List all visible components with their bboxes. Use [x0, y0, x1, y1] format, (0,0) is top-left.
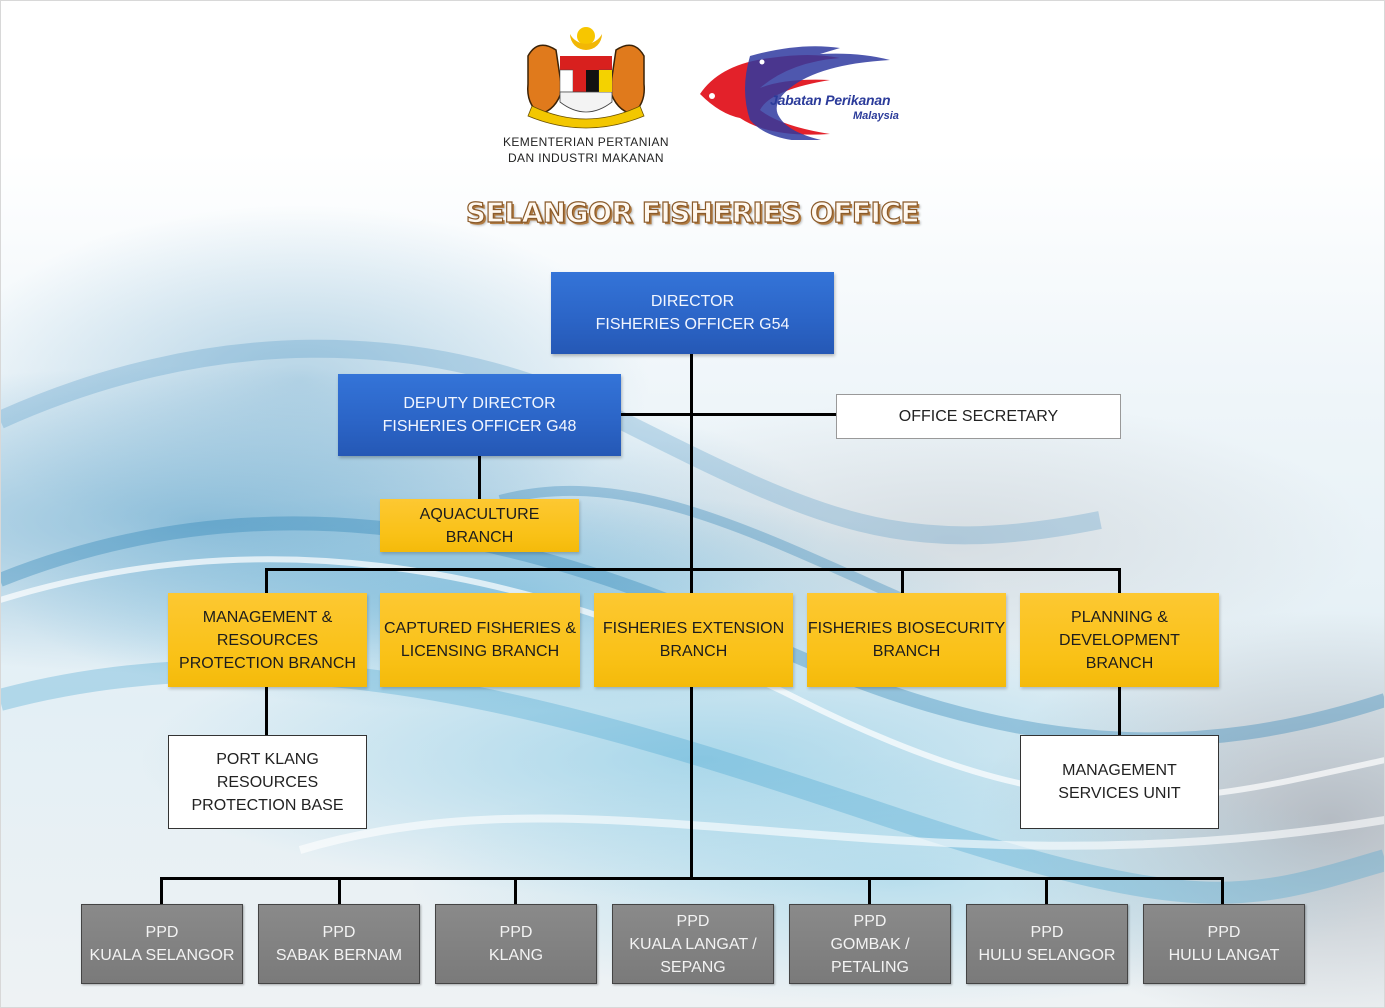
connector-branch-biosecurity — [901, 568, 904, 594]
connector-deputy-aquaculture — [478, 455, 481, 499]
port-klang-protection-base-box[interactable]: PORT KLANG RESOURCES PROTECTION BASE — [168, 735, 367, 829]
branch-planning-development[interactable]: PLANNING & DEVELOPMENT BRANCH — [1020, 593, 1219, 687]
ministry-line-1: KEMENTERIAN PERTANIAN — [503, 135, 669, 149]
ministry-line-2: DAN INDUSTRI MAKANAN — [507, 151, 664, 165]
aquaculture-branch-box[interactable]: AQUACULTURE BRANCH — [380, 499, 579, 552]
district-gombak-petaling[interactable]: PPD GOMBAK / PETALING — [789, 904, 951, 984]
connector-districts-bar — [160, 877, 1224, 880]
connector-district-5 — [868, 877, 871, 905]
connector-district-2 — [338, 877, 341, 905]
district-kuala-selangor[interactable]: PPD KUALA SELANGOR — [81, 904, 243, 984]
connector-district-6 — [1045, 877, 1048, 905]
ministry-name: KEMENTERIAN PERTANIAN DAN INDUSTRI MAKAN… — [496, 134, 676, 166]
connector-district-7 — [1221, 877, 1224, 905]
fisheries-department-fish-logo — [700, 46, 890, 140]
malaysia-coat-of-arms-logo — [527, 27, 645, 129]
branch-management-resources-protection[interactable]: MANAGEMENT & RESOURCES PROTECTION BRANCH — [168, 593, 367, 687]
connector-management-portklang — [265, 687, 268, 736]
district-hulu-selangor[interactable]: PPD HULU SELANGOR — [966, 904, 1128, 984]
department-country: Malaysia — [853, 110, 899, 122]
branch-fisheries-biosecurity[interactable]: FISHERIES BIOSECURITY BRANCH — [807, 593, 1006, 687]
department-name: Jabatan Perikanan — [770, 92, 891, 108]
management-services-unit-box[interactable]: MANAGEMENT SERVICES UNIT — [1020, 735, 1219, 829]
connector-branches-bar — [265, 568, 1121, 571]
district-kuala-langat-sepang[interactable]: PPD KUALA LANGAT / SEPANG — [612, 904, 774, 984]
connector-branch-planning — [1118, 568, 1121, 594]
connector-district-3 — [514, 877, 517, 905]
page-title: SELANGOR FISHERIES OFFICE — [465, 195, 920, 229]
district-hulu-langat[interactable]: PPD HULU LANGAT — [1143, 904, 1305, 984]
connector-branch-management — [265, 568, 268, 594]
deputy-director-box[interactable]: DEPUTY DIRECTOR FISHERIES OFFICER G48 — [338, 374, 621, 456]
branch-fisheries-extension[interactable]: FISHERIES EXTENSION BRANCH — [594, 593, 793, 687]
director-box[interactable]: DIRECTOR FISHERIES OFFICER G54 — [551, 272, 834, 354]
branch-captured-fisheries-licensing[interactable]: CAPTURED FISHERIES & LICENSING BRANCH — [380, 593, 580, 687]
connector-district-1 — [160, 877, 163, 905]
connector-planning-services — [1118, 687, 1121, 736]
connector-deputy-secretary — [620, 413, 836, 416]
office-secretary-box[interactable]: OFFICE SECRETARY — [836, 394, 1121, 439]
district-sabak-bernam[interactable]: PPD SABAK BERNAM — [258, 904, 420, 984]
district-klang[interactable]: PPD KLANG — [435, 904, 597, 984]
